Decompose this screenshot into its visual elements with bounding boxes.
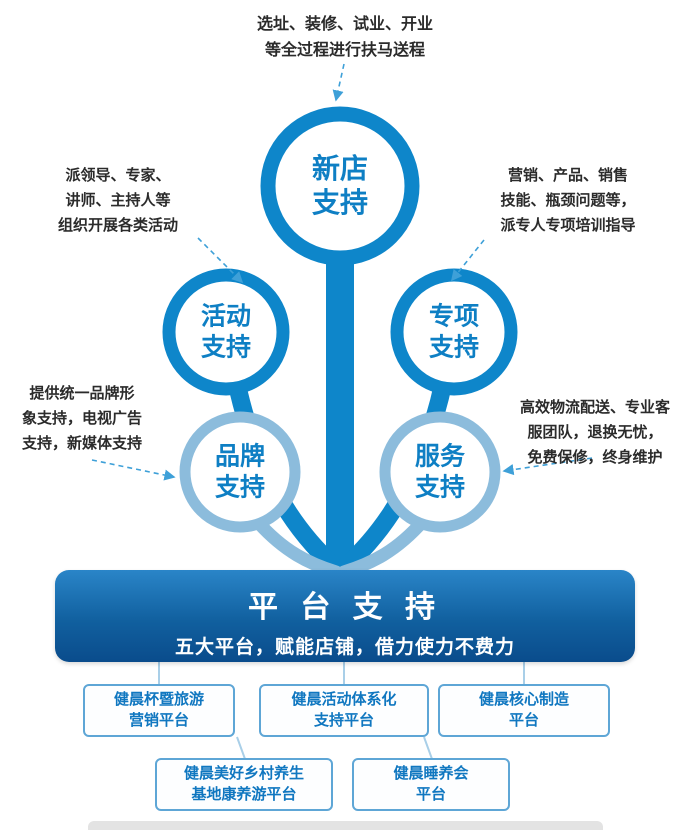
dashed-connector-new-store (332, 63, 345, 102)
balloon-text-line: 新店 (311, 152, 369, 184)
dashed-connector-activity (197, 237, 244, 284)
bottom-partial-element (88, 821, 603, 830)
sub-platform-box-village-wellness: 健晨美好乡村养生 基地康养游平台 (155, 758, 333, 811)
platform-support-banner: 平 台 支 持 五大平台，赋能店铺，借力使力不费力 (55, 570, 635, 662)
annotation-brand: 提供统一品牌形 象支持，电视广告 支持，新媒体支持 (6, 382, 158, 456)
sub-box-line: 健晨美好乡村养生 (183, 765, 304, 783)
balloon-text-line: 支持 (200, 333, 252, 361)
annotation-line: 等全过程进行扶马送程 (264, 42, 425, 60)
annotation-line: 派专人专项培训指导 (500, 216, 636, 234)
stem-brand (249, 513, 343, 579)
balloon-text-line: 专项 (428, 302, 480, 331)
annotation-line: 讲师、主持人等 (65, 191, 171, 209)
annotation-line: 派领导、专家、 (65, 167, 171, 184)
balloon-text-line: 支持 (214, 473, 266, 501)
sub-box-line: 健晨活动体系化 (291, 691, 397, 709)
sub-box-line: 基地康养游平台 (191, 785, 297, 803)
dashed-connector-brand (91, 459, 176, 481)
annotation-line: 支持，新媒体支持 (21, 434, 142, 452)
annotation-line: 高效物流配送、专业客 (519, 399, 670, 416)
annotation-new-store: 选址、装修、试业、开业 等全过程进行扶马送程 (170, 12, 520, 65)
balloon-text-line: 支持 (311, 187, 369, 218)
sub-box-line: 平台 (508, 711, 539, 729)
sub-platform-box-sleep-wellness: 健晨睡养会 平台 (352, 758, 510, 811)
sub-box-line: 支持平台 (313, 711, 374, 729)
sub-box-line: 健晨杯暨旅游 (113, 691, 204, 709)
annotation-line: 免费保修，终身维护 (527, 448, 663, 466)
annotation-line: 象支持，电视广告 (21, 409, 142, 427)
connector-sub5 (423, 736, 433, 760)
balloon-text-line: 支持 (428, 333, 480, 361)
platform-subtitle: 五大平台，赋能店铺，借力使力不费力 (174, 637, 515, 658)
stem-service (337, 513, 431, 579)
sub-box-line: 健晨睡养会 (393, 765, 469, 783)
balloon-new-store-ring (260, 106, 420, 266)
balloon-label-activity: 活动 支持 (201, 302, 251, 363)
balloon-brand-ring (179, 411, 301, 533)
sub-box-line: 营销平台 (128, 711, 189, 729)
balloon-activity-ring (162, 268, 290, 396)
sub-platform-box-activity-system: 健晨活动体系化 支持平台 (259, 684, 429, 737)
annotation-line: 营销、产品、销售 (507, 167, 628, 184)
sub-platform-box-core-manufacturing: 健晨核心制造 平台 (438, 684, 610, 737)
sub-platform-box-travel-marketing: 健晨杯暨旅游 营销平台 (83, 684, 235, 737)
platform-title: 平 台 支 持 (247, 591, 442, 624)
balloon-text-line: 支持 (414, 473, 466, 501)
annotation-activity: 派领导、专家、 讲师、主持人等 组织开展各类活动 (24, 164, 212, 238)
annotation-line: 选址、装修、试业、开业 (256, 16, 433, 33)
balloon-text-line: 活动 (200, 302, 252, 331)
balloon-text-line: 品牌 (214, 442, 266, 471)
annotation-service: 高效物流配送、专业客 服团队，退换无忧， 免费保修，终身维护 (506, 396, 684, 470)
balloon-text-line: 服务 (414, 442, 466, 471)
sub-box-line: 平台 (415, 785, 446, 803)
annotation-line: 技能、瓶颈问题等， (500, 191, 636, 209)
dashed-connector-service (502, 457, 593, 476)
annotation-line: 提供统一品牌形 (29, 385, 135, 402)
balloon-label-brand: 品牌 支持 (215, 442, 265, 503)
balloon-label-service: 服务 支持 (415, 442, 465, 503)
annotation-line: 组织开展各类活动 (57, 216, 178, 234)
sub-box-line: 健晨核心制造 (478, 691, 569, 709)
connector-sub4 (236, 736, 246, 760)
balloon-label-special: 专项 支持 (429, 302, 479, 363)
balloon-label-new-store: 新店 支持 (312, 152, 368, 220)
annotation-special: 营销、产品、销售 技能、瓶颈问题等， 派专人专项培训指导 (464, 164, 672, 238)
annotation-line: 服团队，退换无忧， (527, 423, 663, 441)
balloon-service-ring (379, 411, 501, 533)
